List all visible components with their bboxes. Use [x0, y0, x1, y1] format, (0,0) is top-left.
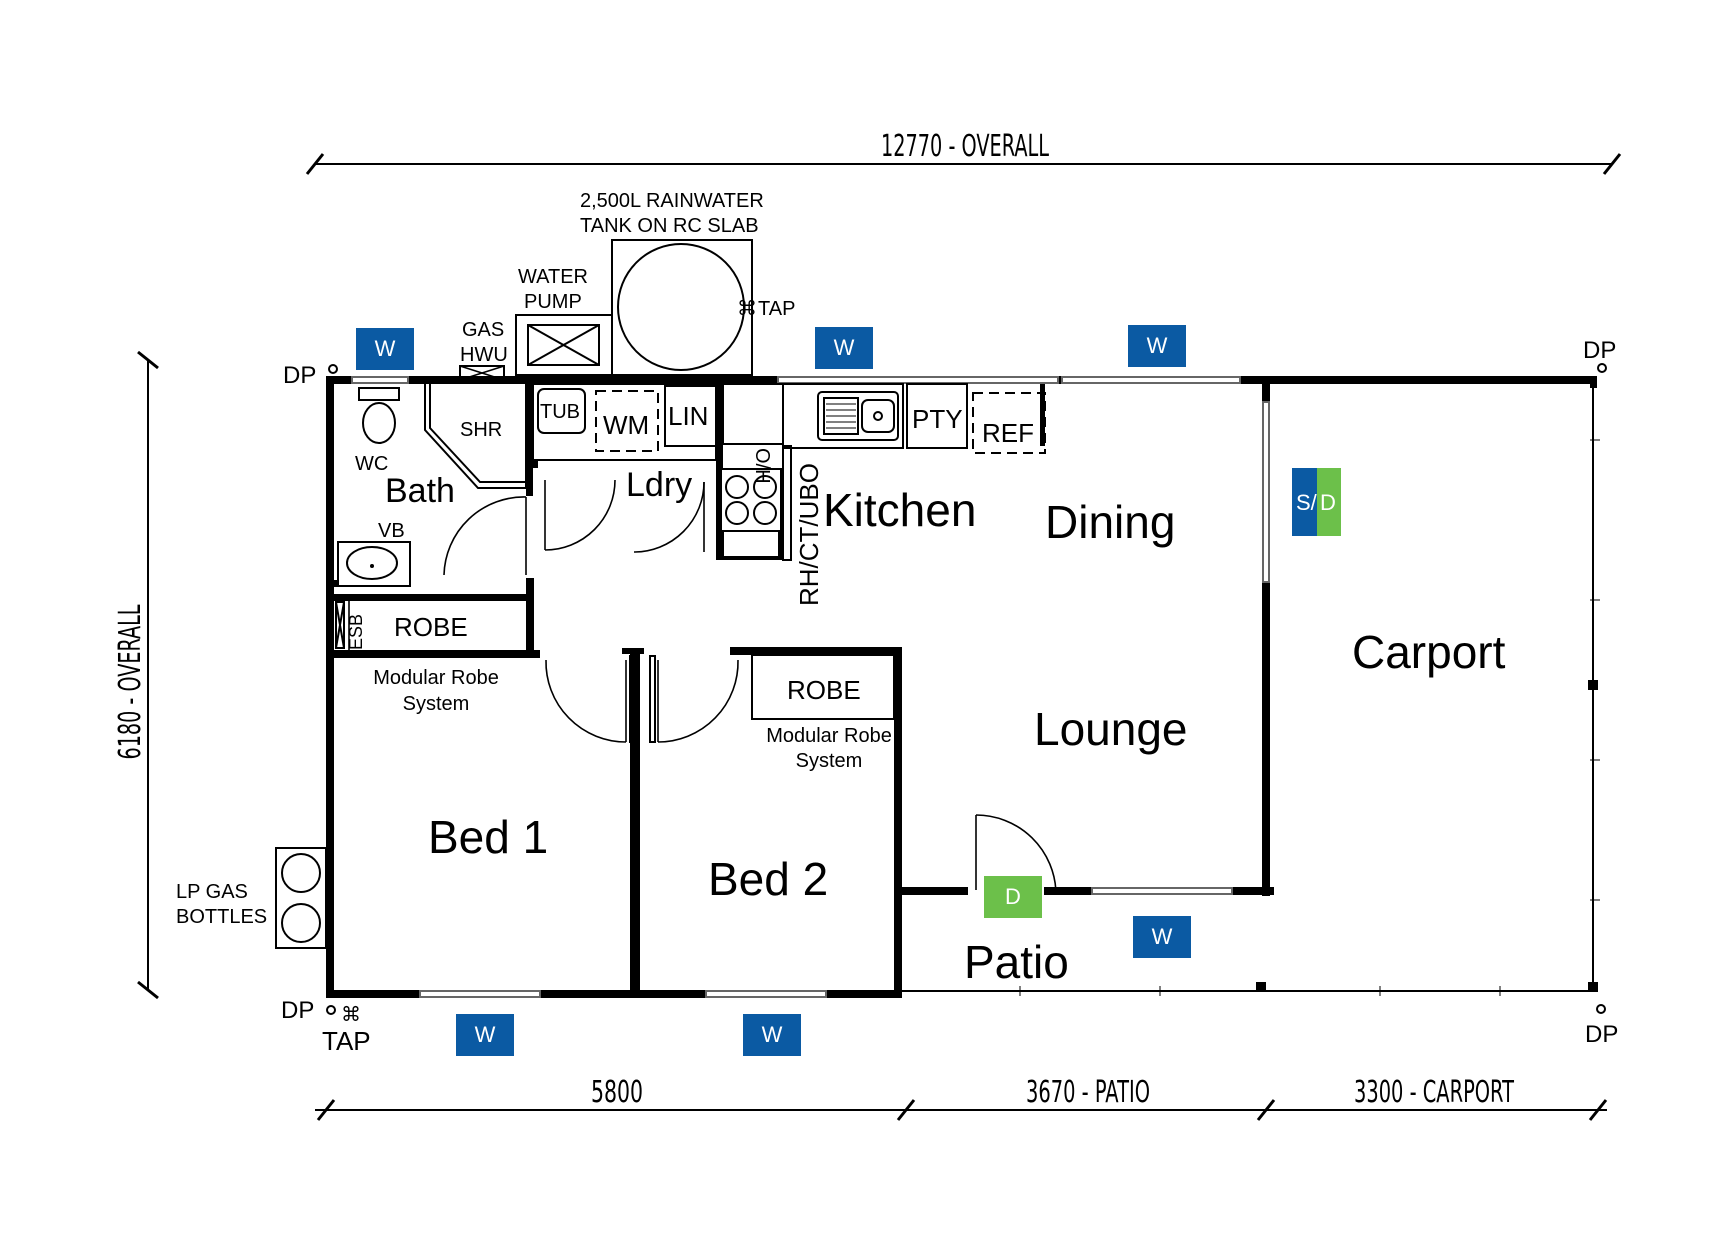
- lin-label: LIN: [668, 401, 708, 431]
- room-ldry: Ldry: [626, 466, 692, 504]
- room-carport: Carport: [1352, 626, 1506, 678]
- sliding-door-marker-right: D: [1320, 490, 1336, 515]
- downpipe-tr: [1597, 363, 1607, 373]
- window-marker-2-label: W: [834, 335, 855, 360]
- lp-gas-label-line1: LP GAS: [176, 881, 248, 903]
- tank-label-line2: TANK ON RC SLAB: [580, 215, 759, 237]
- dp-label-br: DP: [1585, 1021, 1618, 1048]
- room-bed1: Bed 1: [428, 811, 548, 863]
- window-marker-6: W: [743, 1014, 801, 1056]
- robe1-sub-line1: Modular Robe: [373, 667, 499, 689]
- bedroom-fixtures: [335, 601, 895, 743]
- oh-label: O/H: [751, 448, 773, 484]
- sliding-door-marker: S/ D: [1292, 468, 1341, 536]
- house-width-label: 5800: [591, 1075, 643, 1110]
- dp-label-bl: DP: [281, 997, 314, 1024]
- lp-gas-bottles: [275, 847, 327, 949]
- downpipe-tl: [328, 364, 338, 374]
- room-bath: Bath: [385, 472, 455, 510]
- water-pump: [515, 314, 613, 376]
- room-bed2: Bed 2: [708, 853, 828, 905]
- patio-width-label: 3670 - PATIO: [1026, 1075, 1150, 1110]
- robe2-sub-line2: System: [796, 750, 863, 772]
- bathroom-fixtures: [337, 384, 527, 587]
- room-patio: Patio: [964, 936, 1069, 988]
- robe2-sub-line1: Modular Robe: [766, 725, 892, 747]
- sliding-door-marker-left: S/: [1296, 490, 1318, 515]
- wm-label: WM: [603, 410, 649, 440]
- lp-gas-label-line2: BOTTLES: [176, 906, 267, 928]
- downpipe-bl: [326, 1005, 336, 1015]
- window-marker-1-label: W: [375, 336, 396, 361]
- pump-label-line2: PUMP: [524, 291, 582, 313]
- window-marker-2: W: [815, 327, 873, 369]
- robe1-label: ROBE: [394, 612, 468, 642]
- carport-width-label: 3300 - CARPORT: [1354, 1075, 1514, 1110]
- vb-label: VB: [378, 520, 405, 542]
- tank-label-line1: 2,500L RAINWATER: [580, 190, 764, 212]
- room-dining: Dining: [1045, 496, 1175, 548]
- dp-label-tr: DP: [1583, 337, 1616, 364]
- room-kitchen: Kitchen: [823, 484, 976, 536]
- door-marker-label: D: [1005, 884, 1021, 909]
- gas-label-line2: HWU: [460, 344, 508, 366]
- laundry-fixtures: [532, 383, 717, 553]
- ref-label: REF: [982, 418, 1034, 448]
- robe1-sub-line2: System: [403, 693, 470, 715]
- robe2-label: ROBE: [787, 675, 861, 705]
- rainwater-tank: [611, 239, 753, 376]
- pty-label: PTY: [912, 404, 963, 434]
- patio-carport-outline: [902, 384, 1600, 996]
- room-lounge: Lounge: [1034, 703, 1188, 755]
- window-marker-1: W: [356, 328, 414, 370]
- window-marker-6-label: W: [762, 1022, 783, 1047]
- tap-symbol-bottom: ⌘: [341, 1004, 361, 1026]
- door-marker: D: [984, 876, 1042, 918]
- tap-label-top: TAP: [758, 298, 795, 320]
- gas-label-line1: GAS: [462, 319, 504, 341]
- wc-label: WC: [355, 453, 388, 475]
- kitchen-fixtures: [720, 383, 1046, 561]
- overall-depth-label: 6180 - OVERALL: [113, 604, 148, 759]
- window-marker-4: W: [1133, 916, 1191, 958]
- shr-label: SHR: [460, 419, 502, 441]
- dp-label-tl: DP: [283, 362, 316, 389]
- rh-label: RH/CT/UBO: [794, 463, 824, 606]
- overall-width-label: 12770 - OVERALL: [881, 129, 1049, 164]
- tap-symbol-top: ⌘: [737, 298, 757, 320]
- tub-label: TUB: [540, 401, 580, 423]
- patio-door: [975, 814, 1057, 894]
- tap-label-bottom: TAP: [322, 1026, 371, 1056]
- window-marker-4-label: W: [1152, 924, 1173, 949]
- window-marker-5-label: W: [475, 1022, 496, 1047]
- window-marker-3: W: [1128, 325, 1186, 367]
- walls: [326, 376, 1598, 998]
- window-marker-3-label: W: [1147, 333, 1168, 358]
- dimension-lines: [137, 153, 1622, 1121]
- pump-label-line1: WATER: [518, 266, 588, 288]
- downpipe-br: [1596, 1004, 1606, 1014]
- esb-label: ESB: [346, 614, 366, 650]
- window-marker-5: W: [456, 1014, 514, 1056]
